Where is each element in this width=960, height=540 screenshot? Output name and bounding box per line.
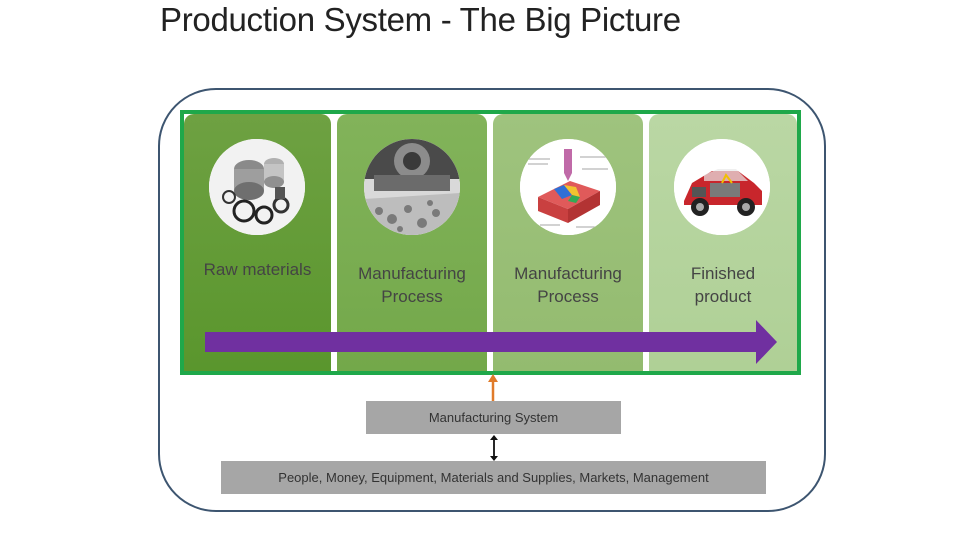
panel-label-manufacturing-process-2: Manufacturing Process [493, 262, 643, 308]
slide-title: Production System - The Big Picture [160, 1, 681, 38]
panel-raw-materials: Raw materials [184, 114, 331, 371]
double-headed-arrow [490, 435, 498, 461]
panel-label-line: product [694, 287, 752, 306]
panel-label-line: Finished [690, 264, 756, 283]
manufacturing-system-box: Manufacturing System [366, 401, 621, 434]
car-cutaway-photo [674, 139, 770, 235]
raw-materials-photo [209, 139, 305, 235]
panel-label-line: Raw materials [203, 260, 312, 279]
feed-up-arrow [488, 374, 498, 402]
panel-label-manufacturing-process-1: Manufacturing Process [337, 262, 487, 308]
process-flow-arrow [205, 320, 777, 364]
panel-label-finished-product: Finished product [649, 262, 797, 308]
resources-box: People, Money, Equipment, Materials and … [221, 461, 766, 494]
panel-label-line: Manufacturing [358, 264, 466, 283]
panel-label-line: Manufacturing [514, 264, 622, 283]
panel-label-line: Process [537, 287, 599, 306]
cutting-diagram-photo [520, 139, 616, 235]
production-system-frame [158, 88, 826, 512]
panel-manufacturing-process-2: Manufacturing Process [493, 114, 643, 371]
panel-label-line: Process [381, 287, 443, 306]
production-process-border [180, 110, 801, 375]
panel-label-raw-materials: Raw materials [184, 258, 331, 281]
panel-manufacturing-process-1: Manufacturing Process [337, 114, 487, 371]
panel-finished-product: Finished product [649, 114, 797, 371]
